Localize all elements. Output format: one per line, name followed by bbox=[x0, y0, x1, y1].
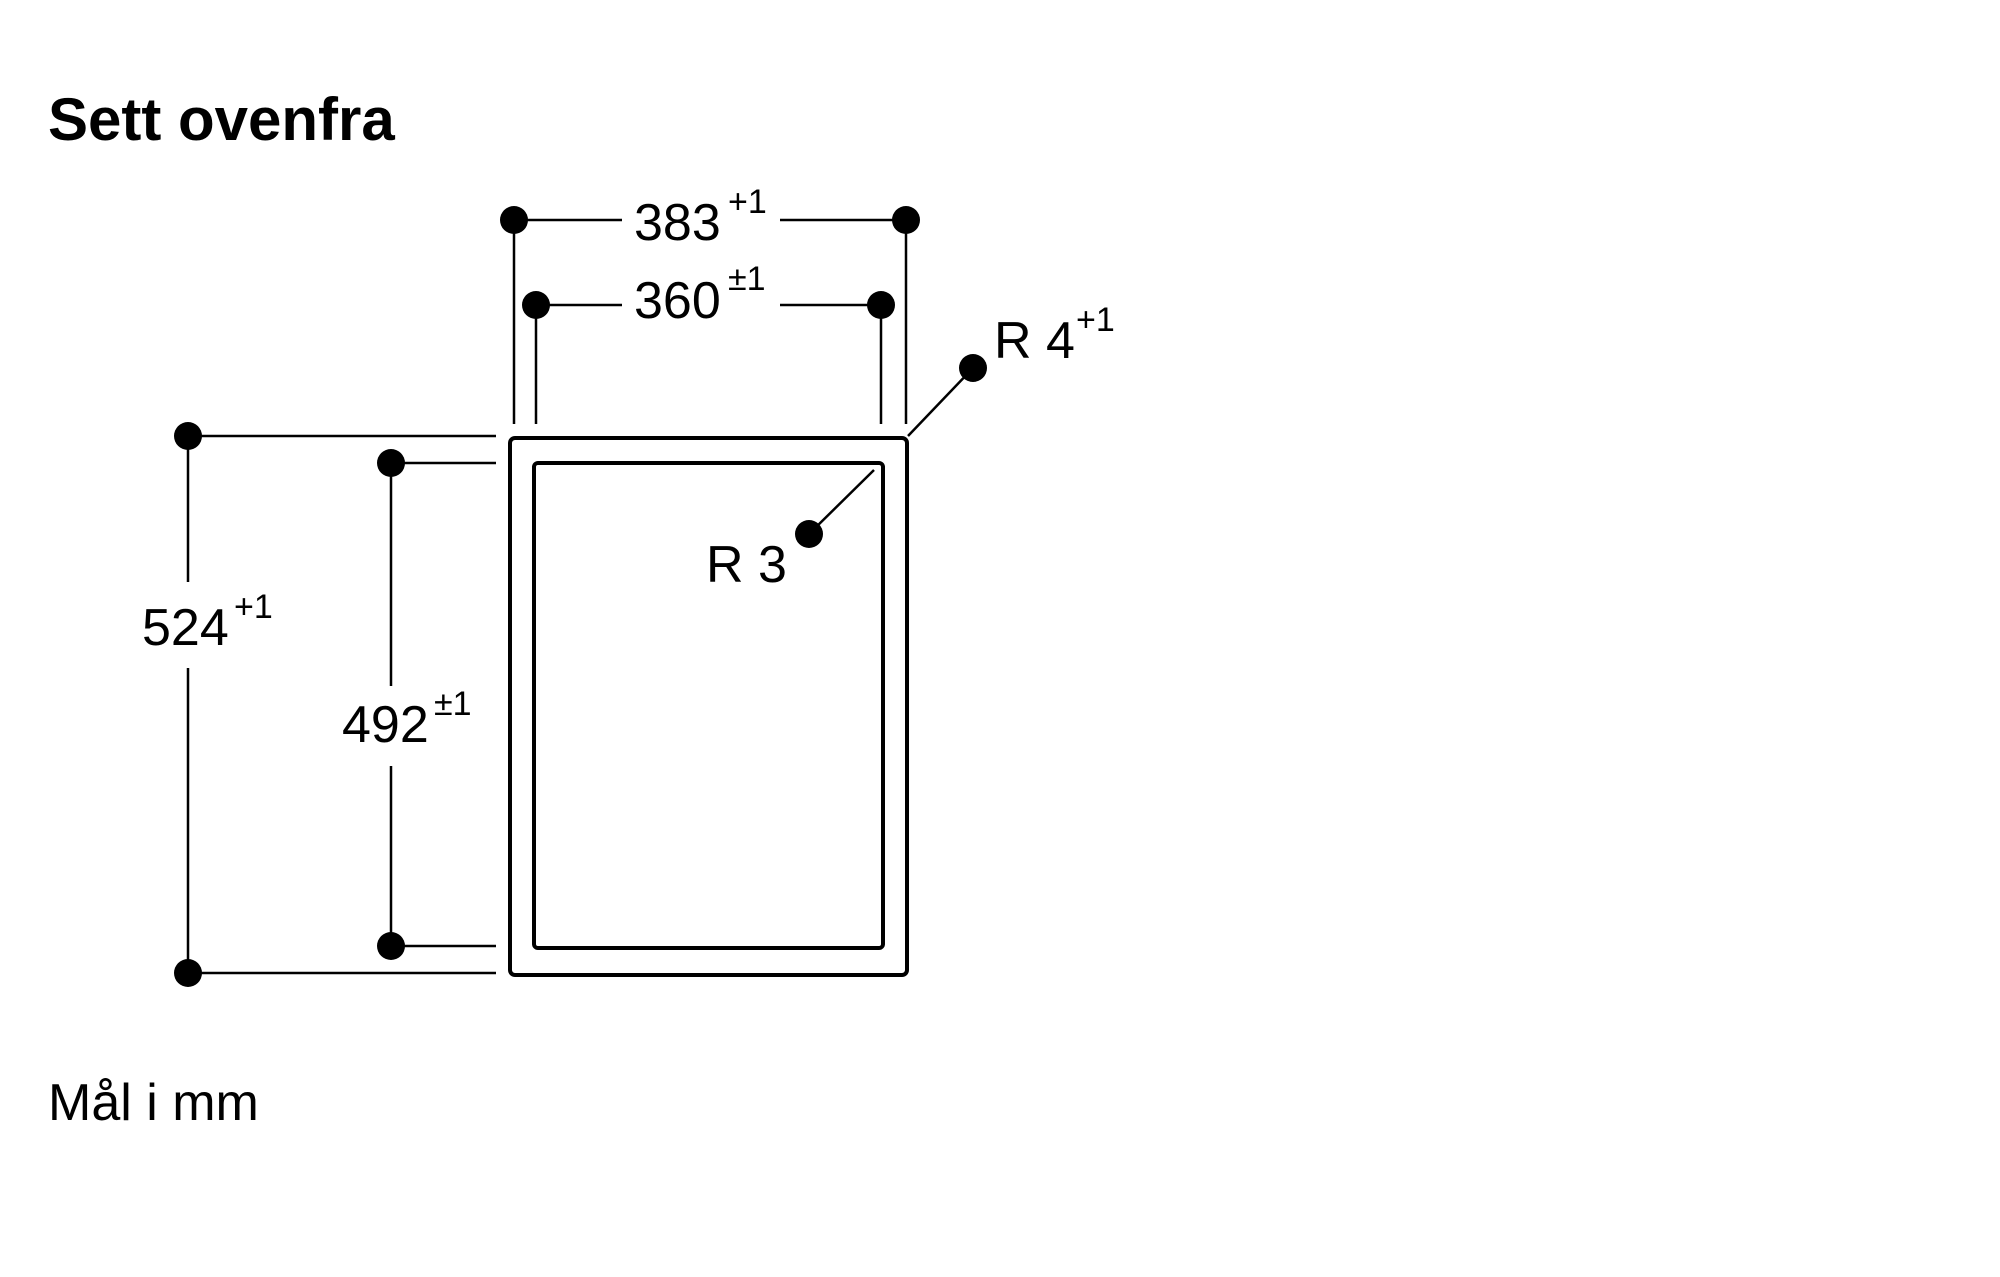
dimension-endpoint-dot bbox=[174, 422, 202, 450]
dimension-inner-height: 492 ±1 bbox=[342, 449, 496, 960]
dimension-label: 383 bbox=[634, 194, 721, 252]
dimension-tolerance: +1 bbox=[234, 588, 273, 626]
dimension-label: 492 bbox=[342, 696, 429, 754]
dimension-endpoint-dot bbox=[522, 291, 550, 319]
leader-line bbox=[907, 367, 974, 437]
outer-cutout-outline bbox=[508, 436, 909, 977]
radius-tolerance: +1 bbox=[1076, 301, 1115, 339]
dimension-outer-width: 383 +1 bbox=[500, 183, 920, 424]
leader-line bbox=[808, 469, 875, 535]
page-title: Sett ovenfra bbox=[48, 86, 395, 153]
dimension-endpoint-dot bbox=[377, 449, 405, 477]
radius-label: R 3 bbox=[706, 536, 787, 594]
dimension-tolerance: ±1 bbox=[434, 685, 472, 723]
dimension-inner-width: 360 ±1 bbox=[522, 260, 895, 424]
dimension-tolerance: +1 bbox=[728, 183, 767, 221]
leader-endpoint-dot bbox=[795, 520, 823, 548]
dimension-label: 360 bbox=[634, 272, 721, 330]
dimension-outer-height: 524 +1 bbox=[142, 422, 496, 987]
dimension-endpoint-dot bbox=[500, 206, 528, 234]
units-note: Mål i mm bbox=[48, 1074, 259, 1132]
dimension-endpoint-dot bbox=[892, 206, 920, 234]
radius-inner-callout: R 3 bbox=[706, 469, 875, 594]
dimension-endpoint-dot bbox=[377, 932, 405, 960]
radius-outer-callout: R 4 +1 bbox=[907, 301, 1115, 437]
dimension-label: 524 bbox=[142, 599, 229, 657]
dimension-tolerance: ±1 bbox=[728, 260, 766, 298]
radius-label: R 4 bbox=[994, 312, 1075, 370]
dimension-endpoint-dot bbox=[174, 959, 202, 987]
inner-cutout-outline bbox=[532, 461, 885, 950]
leader-endpoint-dot bbox=[959, 354, 987, 382]
dimension-endpoint-dot bbox=[867, 291, 895, 319]
